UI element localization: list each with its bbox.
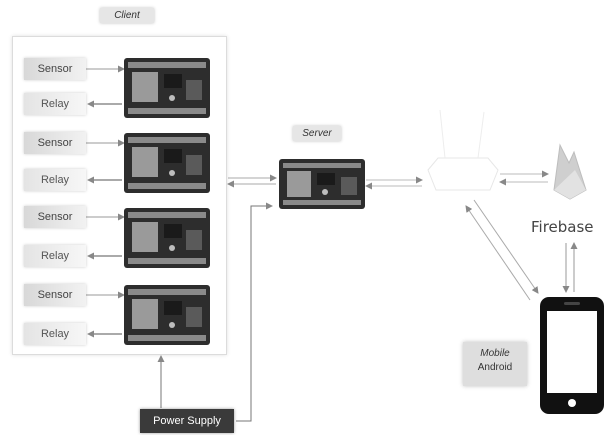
power-to-server-line <box>236 206 272 421</box>
client-board-3-icon <box>124 208 210 268</box>
server-label: Server <box>293 126 341 141</box>
relay-box-1: Relay <box>24 93 86 115</box>
mobile-label-line2: Android <box>463 362 527 373</box>
client-board-1-icon <box>124 58 210 118</box>
client-label: Client <box>100 8 154 23</box>
sensor-box-1: Sensor <box>24 58 86 80</box>
sensor-box-4: Sensor <box>24 284 86 306</box>
router-phone-arrow-b <box>466 206 530 300</box>
firebase-icon <box>554 145 586 199</box>
router-phone-arrow-a <box>474 200 538 293</box>
server-board-icon <box>279 159 365 209</box>
relay-box-4: Relay <box>24 323 86 345</box>
smartphone-icon <box>540 297 604 414</box>
sensor-box-3: Sensor <box>24 206 86 228</box>
mobile-label-line1: Mobile <box>463 348 527 359</box>
firebase-label: Firebase <box>531 218 594 236</box>
client-board-4-icon <box>124 285 210 345</box>
sensor-box-2: Sensor <box>24 132 86 154</box>
relay-box-3: Relay <box>24 245 86 267</box>
router-icon <box>428 110 498 190</box>
mobile-label: Mobile Android <box>463 342 527 386</box>
power-supply-box: Power Supply <box>140 409 234 433</box>
relay-box-2: Relay <box>24 169 86 191</box>
client-board-2-icon <box>124 133 210 193</box>
